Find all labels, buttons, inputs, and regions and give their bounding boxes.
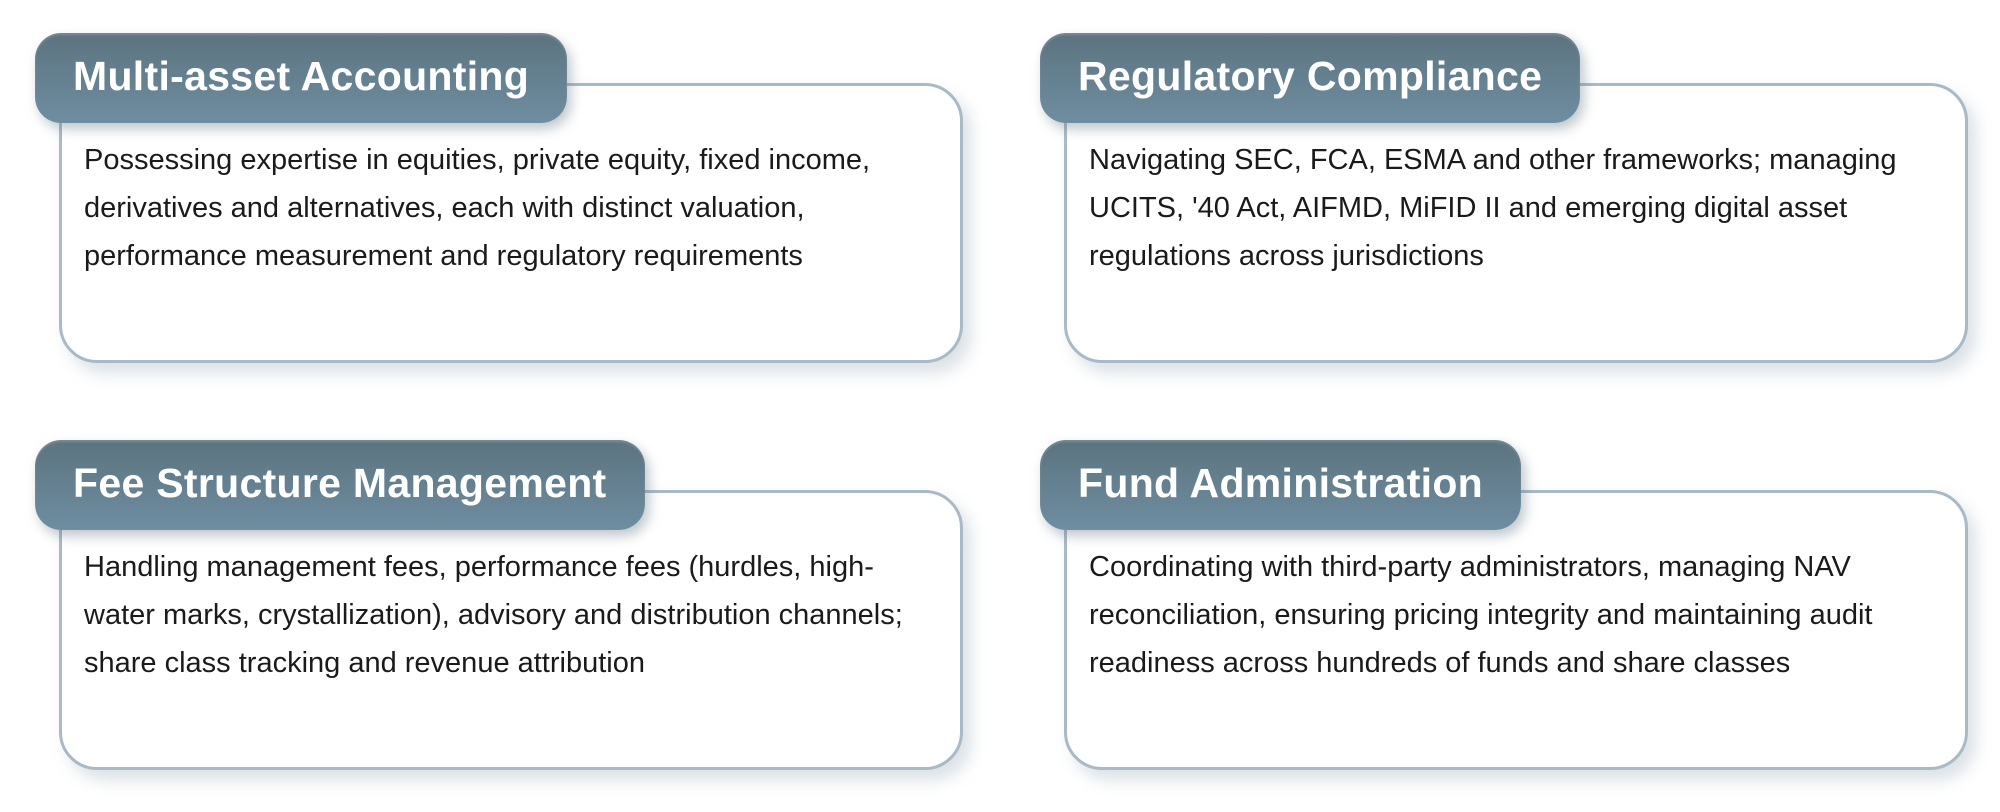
- cards-grid: Multi-asset Accounting Possessing expert…: [35, 33, 1968, 770]
- card-title-badge: Fee Structure Management: [35, 440, 645, 530]
- card-description: Handling management fees, performance fe…: [84, 551, 903, 679]
- card-title-badge: Fund Administration: [1040, 440, 1522, 530]
- card-body-panel: Coordinating with third-party administra…: [1064, 490, 1968, 770]
- card-regulatory-compliance: Regulatory Compliance Navigating SEC, FC…: [1040, 33, 1968, 363]
- card-description: Possessing expertise in equities, privat…: [84, 144, 871, 272]
- card-title-badge: Multi-asset Accounting: [35, 33, 568, 123]
- card-fee-structure-management: Fee Structure Management Handling manage…: [35, 440, 963, 770]
- card-title: Fund Administration: [1078, 459, 1484, 506]
- card-body-panel: Possessing expertise in equities, privat…: [59, 83, 963, 363]
- card-title: Multi-asset Accounting: [73, 52, 530, 99]
- card-title: Regulatory Compliance: [1078, 52, 1543, 99]
- card-body-panel: Handling management fees, performance fe…: [59, 490, 963, 770]
- card-title-badge: Regulatory Compliance: [1040, 33, 1581, 123]
- card-title: Fee Structure Management: [73, 459, 607, 506]
- card-multi-asset-accounting: Multi-asset Accounting Possessing expert…: [35, 33, 963, 363]
- card-description: Navigating SEC, FCA, ESMA and other fram…: [1089, 144, 1897, 272]
- card-body-panel: Navigating SEC, FCA, ESMA and other fram…: [1064, 83, 1968, 363]
- card-description: Coordinating with third-party administra…: [1089, 551, 1873, 679]
- card-fund-administration: Fund Administration Coordinating with th…: [1040, 440, 1968, 770]
